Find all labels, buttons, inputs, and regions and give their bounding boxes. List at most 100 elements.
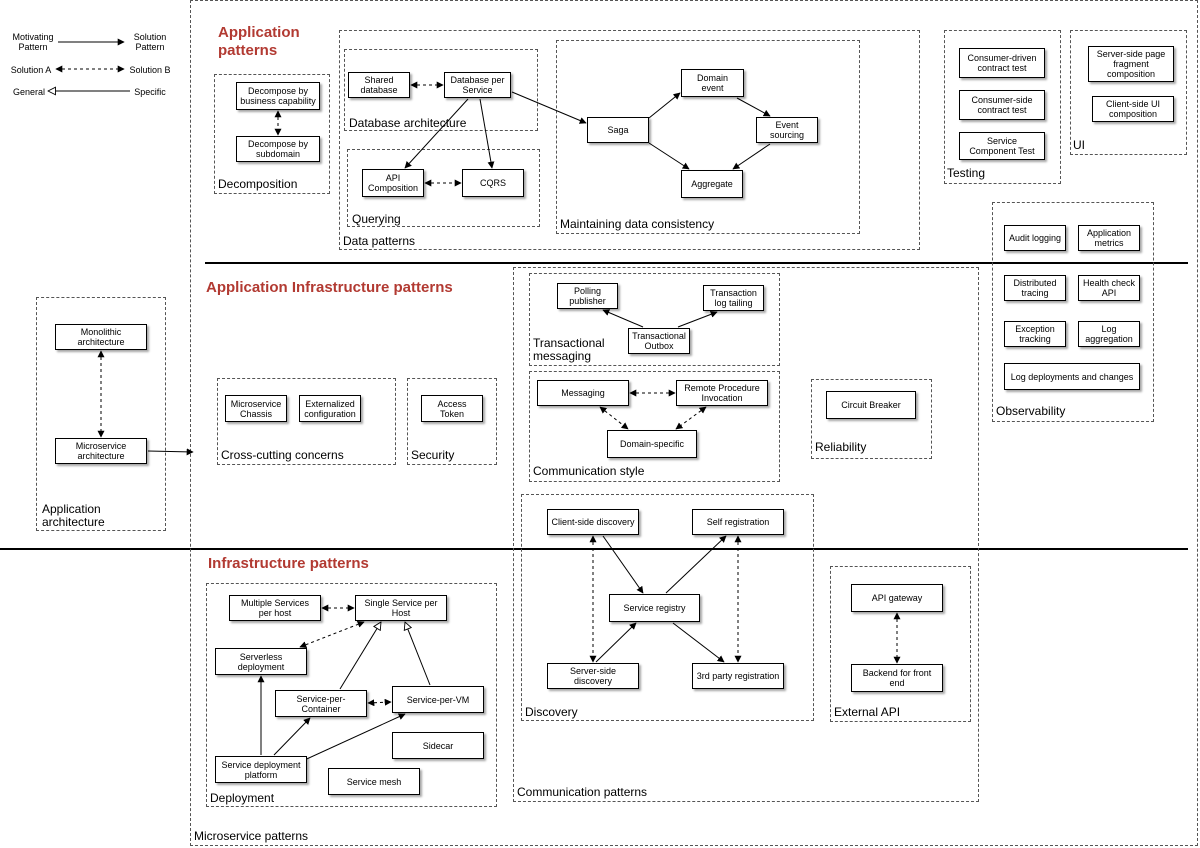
- group-label-communication-style: Communication style: [533, 464, 645, 478]
- box-transaction-log-tailing[interactable]: Transaction log tailing: [703, 285, 764, 311]
- wire-messaging-domain-specific: [599, 406, 629, 430]
- box-polling-publisher[interactable]: Polling publisher: [557, 283, 618, 309]
- group-security: [407, 378, 497, 465]
- box-aggregate[interactable]: Aggregate: [681, 170, 743, 198]
- box-service-per-vm[interactable]: Service-per-VM: [392, 686, 484, 713]
- box-application-metrics[interactable]: Application metrics: [1078, 225, 1140, 251]
- group-label-maintaining-data-consistency: Maintaining data consistency: [560, 217, 715, 231]
- wire-saga-domain-event: [648, 92, 681, 119]
- box-domain-specific[interactable]: Domain-specific: [607, 430, 697, 458]
- box-event-sourcing[interactable]: Event sourcing: [756, 117, 818, 143]
- box-circuit-breaker[interactable]: Circuit Breaker: [826, 391, 916, 419]
- box-api-composition[interactable]: API Composition: [362, 169, 424, 197]
- box-service-deployment-platform[interactable]: Service deployment platform: [215, 756, 307, 783]
- box-microservice-chassis[interactable]: Microservice Chassis: [225, 395, 287, 422]
- group-label-decomposition: Decomposition: [218, 177, 298, 191]
- box-log-aggregation[interactable]: Log aggregation: [1078, 321, 1140, 347]
- box-service-component-test[interactable]: Service Component Test: [959, 132, 1045, 160]
- box-decompose-by-business-capability[interactable]: Decompose by business capability: [236, 82, 320, 110]
- box-service-per-container[interactable]: Service-per- Container: [275, 690, 367, 717]
- section-title-application-patterns: Application patterns: [218, 24, 300, 59]
- group-label-testing: Testing: [947, 166, 986, 180]
- group-communication-style: [529, 371, 780, 482]
- box-transactional-outbox[interactable]: Transactional Outbox: [628, 328, 690, 354]
- box-serverless-deployment[interactable]: Serverless deployment: [215, 648, 307, 675]
- box-single-service-per-host[interactable]: Single Service per Host: [355, 595, 447, 621]
- legend-motivating-pattern: Motivating Pattern: [12, 32, 54, 52]
- box-self-registration[interactable]: Self registration: [692, 509, 784, 535]
- group-external-api: [830, 566, 971, 722]
- box-service-registry[interactable]: Service registry: [609, 594, 700, 622]
- group-transactional-messaging: [529, 273, 780, 366]
- box-microservice-architecture[interactable]: Microservice architecture: [55, 438, 147, 464]
- wire-container-vm: [367, 698, 392, 707]
- legend-general: General: [12, 87, 46, 97]
- wire-outbox-log-tailing: [677, 310, 718, 328]
- box-3rd-party-registration[interactable]: 3rd party registration: [692, 663, 784, 689]
- box-consumer-side-contract-test[interactable]: Consumer-side contract test: [959, 90, 1045, 120]
- group-communication-patterns: [513, 267, 979, 802]
- divider-application: [205, 262, 1188, 264]
- group-label-ui: UI: [1073, 138, 1085, 152]
- group-deployment: [206, 583, 497, 807]
- box-server-side-page-fragment-composition[interactable]: Server-side page fragment composition: [1088, 46, 1174, 82]
- wire-saga-aggregate: [648, 142, 690, 170]
- box-api-gateway[interactable]: API gateway: [851, 584, 943, 612]
- box-externalized-configuration[interactable]: Externalized configuration: [299, 395, 361, 422]
- box-audit-logging[interactable]: Audit logging: [1004, 225, 1066, 251]
- wire-platform-container: [273, 717, 311, 756]
- box-cqrs[interactable]: CQRS: [462, 169, 524, 197]
- legend-solution-pattern: Solution Pattern: [133, 32, 167, 52]
- group-label-discovery: Discovery: [525, 705, 578, 719]
- wire-db-per-service-saga: [511, 91, 587, 124]
- box-exception-tracking[interactable]: Exception tracking: [1004, 321, 1066, 347]
- box-log-deployments-and-changes[interactable]: Log deployments and changes: [1004, 363, 1140, 390]
- group-label-querying: Querying: [352, 212, 401, 226]
- wire-container-single-service: [339, 622, 381, 690]
- box-monolithic-architecture[interactable]: Monolithic architecture: [55, 324, 147, 350]
- box-backend-for-front-end[interactable]: Backend for front end: [851, 664, 943, 692]
- box-domain-event[interactable]: Domain event: [681, 69, 744, 97]
- connectors: [48, 38, 901, 764]
- box-database-per-service[interactable]: Database per Service: [444, 72, 511, 98]
- group-label-observability: Observability: [996, 404, 1066, 418]
- box-distributed-tracing[interactable]: Distributed tracing: [1004, 275, 1066, 301]
- box-messaging[interactable]: Messaging: [537, 380, 629, 406]
- wire-registry-self-registration: [665, 535, 727, 594]
- box-server-side-discovery[interactable]: Server-side discovery: [547, 663, 639, 689]
- group-label-microservice-patterns: Microservice patterns: [194, 829, 309, 843]
- box-client-side-discovery[interactable]: Client-side discovery: [547, 509, 639, 535]
- group-microservice-patterns: [190, 0, 1198, 846]
- legend-solution-b: Solution B: [129, 65, 171, 75]
- box-client-side-ui-composition[interactable]: Client-side UI composition: [1092, 96, 1174, 122]
- group-maintaining-data-consistency: [556, 40, 860, 234]
- group-label-reliability: Reliability: [815, 440, 867, 454]
- box-multiple-services-per-host[interactable]: Multiple Services per host: [229, 595, 321, 621]
- group-reliability: [811, 379, 932, 459]
- box-saga[interactable]: Saga: [587, 117, 649, 143]
- box-consumer-driven-contract-test[interactable]: Consumer-driven contract test: [959, 48, 1045, 78]
- group-label-data-patterns: Data patterns: [343, 234, 416, 248]
- group-data-patterns: [339, 30, 920, 250]
- box-shared-database[interactable]: Shared database: [348, 72, 410, 98]
- wire-db-per-service-cqrs: [479, 98, 495, 169]
- group-label-security: Security: [411, 448, 455, 462]
- box-remote-procedure-invocation[interactable]: Remote Procedure Invocation: [676, 380, 768, 406]
- group-cross-cutting-concerns: [217, 378, 396, 465]
- wire-serverless-single-service: [299, 621, 365, 648]
- wire-domain-event-event-sourcing: [736, 97, 771, 117]
- wire-client-side-discovery-registry: [602, 535, 644, 594]
- wire-event-sourcing-aggregate: [732, 143, 771, 170]
- group-label-application-architecture: Application architecture: [42, 502, 105, 529]
- legend-solution-a: Solution A: [10, 65, 52, 75]
- box-service-mesh[interactable]: Service mesh: [328, 768, 420, 795]
- box-sidecar[interactable]: Sidecar: [392, 732, 484, 759]
- box-health-check-api[interactable]: Health check API: [1078, 275, 1140, 301]
- group-label-deployment: Deployment: [210, 791, 275, 805]
- group-label-database-architecture: Database architecture: [349, 116, 467, 130]
- box-decompose-by-subdomain[interactable]: Decompose by subdomain: [236, 136, 320, 162]
- section-title-infrastructure-patterns: Infrastructure patterns: [208, 555, 369, 572]
- group-label-external-api: External API: [834, 705, 901, 719]
- group-label-cross-cutting-concerns: Cross-cutting concerns: [221, 448, 344, 462]
- box-access-token[interactable]: Access Token: [421, 395, 483, 422]
